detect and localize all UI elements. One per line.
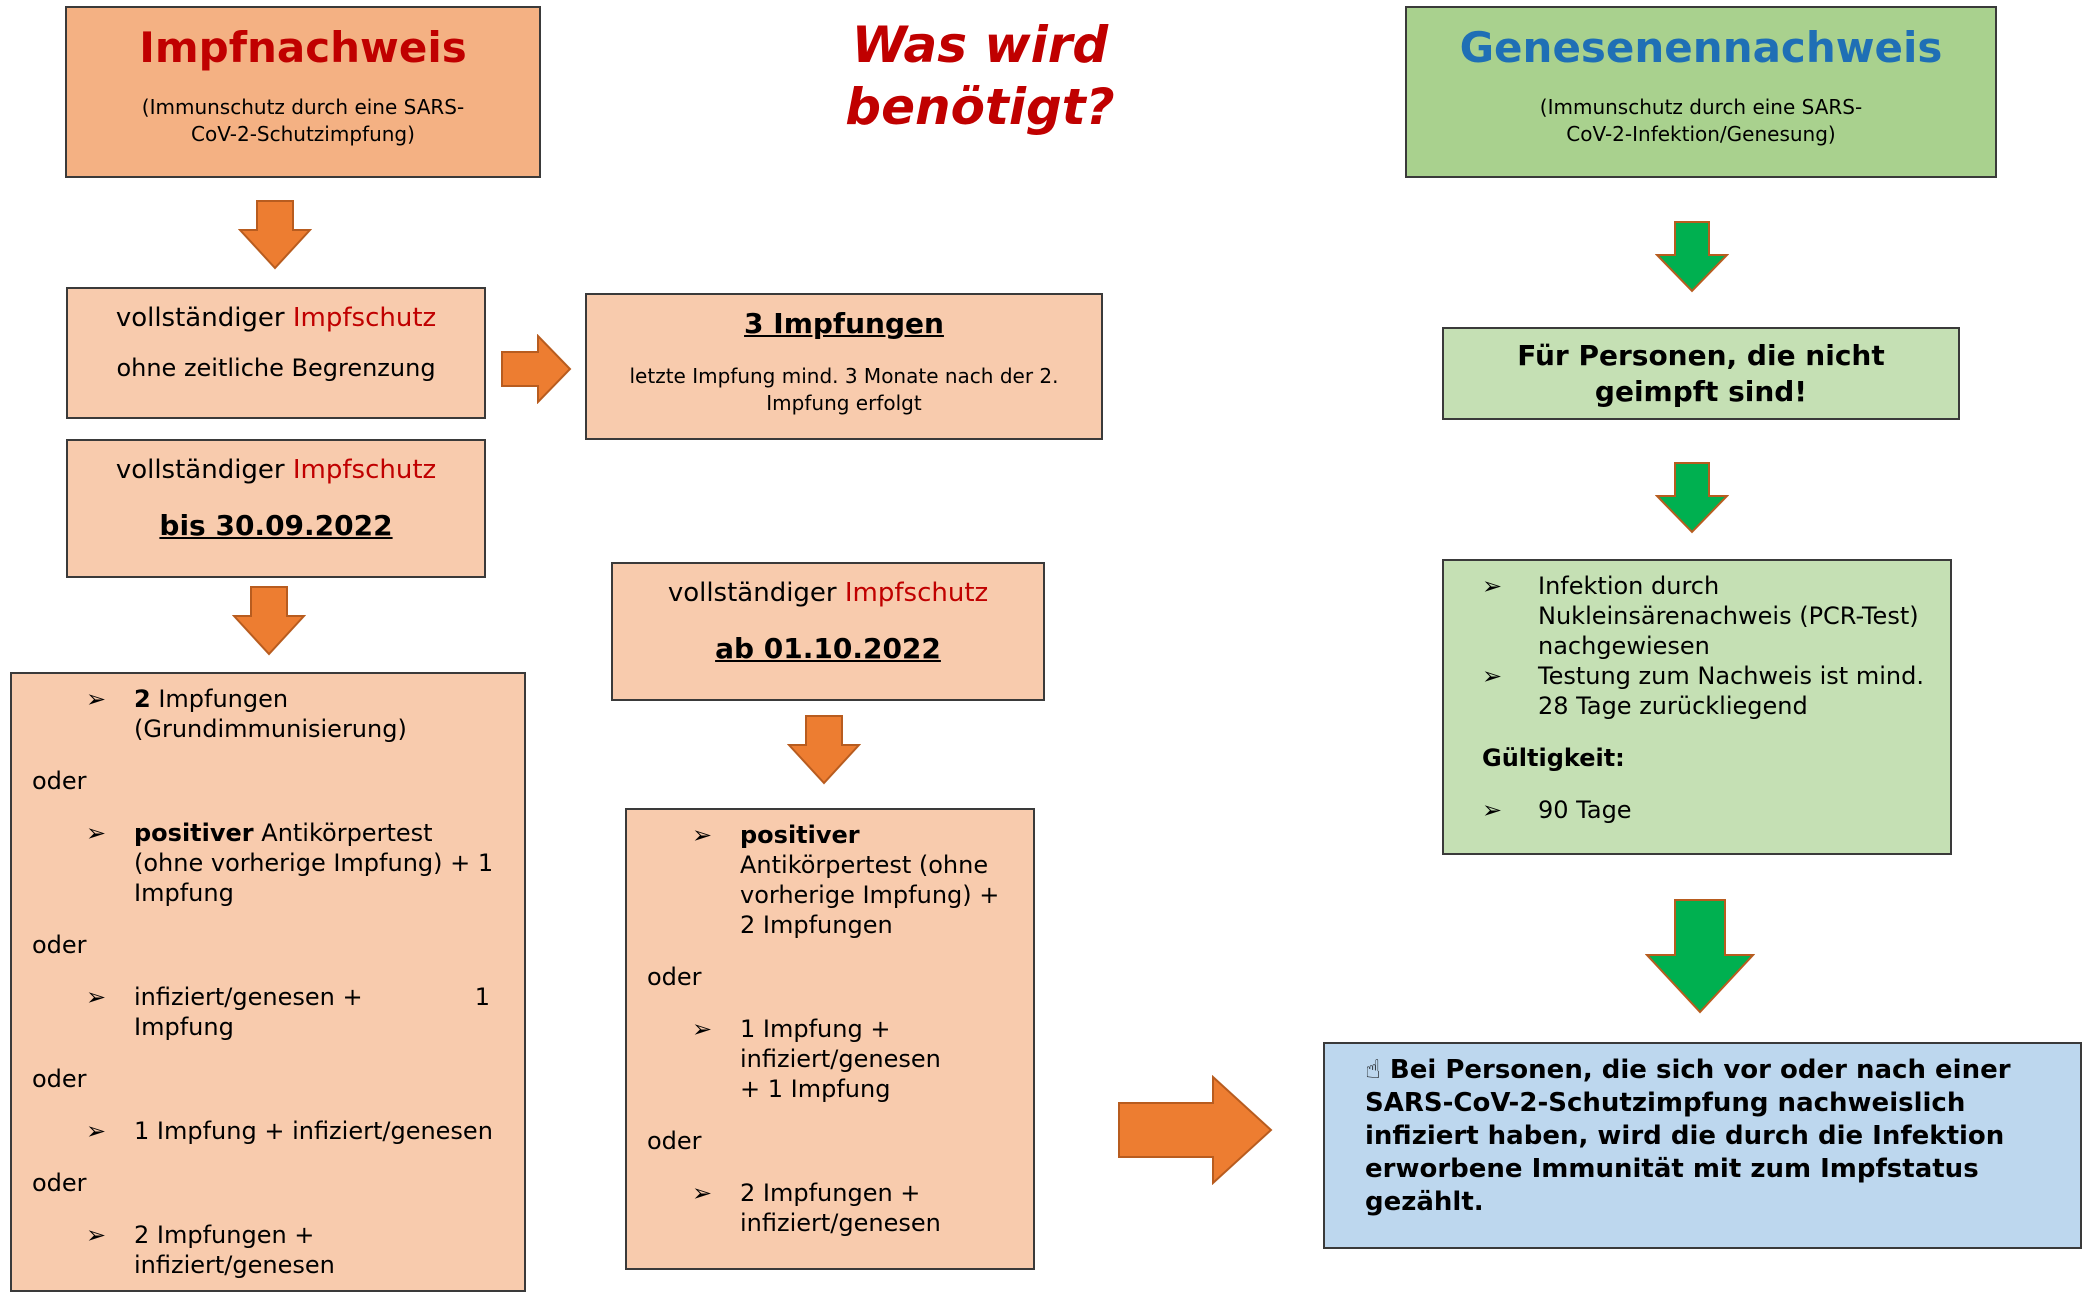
box-three-title: 3 Impfungen bbox=[744, 307, 944, 340]
bullet-arrow-icon: ➢ bbox=[86, 819, 107, 847]
box-from-2022-10-01: vollständiger Impfschutz ab 01.10.2022 bbox=[611, 562, 1045, 701]
bullet-arrow-icon: ➢ bbox=[692, 1015, 713, 1043]
genesenennachweis-title: Genesenennachweis bbox=[1459, 23, 1943, 72]
list-item: ➢ 2 Impfungen (Grundimmunisierung) bbox=[86, 684, 504, 744]
item-text: 2 Impfungen + infiziert/genesen bbox=[134, 1221, 335, 1279]
list-item: ➢ 90 Tage bbox=[1482, 795, 1932, 825]
bullet-arrow-icon: ➢ bbox=[1482, 572, 1503, 600]
not-vaccinated-text: Für Personen, die nicht geimpft sind! bbox=[1517, 338, 1885, 408]
box-from-date: ab 01.10.2022 bbox=[715, 632, 941, 665]
note-text: Bei Personen, die sich vor oder nach ein… bbox=[1365, 1055, 2011, 1217]
impfnachweis-subtitle: (Immunschutz durch eine SARS-CoV-2-Schut… bbox=[141, 95, 465, 146]
item-text: Impfungen (Grundimmunisierung) bbox=[134, 685, 407, 743]
arrow-right-icon bbox=[501, 334, 572, 404]
heading-prefix: vollständiger bbox=[667, 578, 845, 608]
item-bold: 2 bbox=[134, 685, 151, 713]
genesen-requirements: ➢ Infektion durch Nukleinsärenachweis (P… bbox=[1442, 559, 1952, 855]
or-label: oder bbox=[32, 767, 87, 795]
or-label: oder bbox=[32, 1169, 87, 1197]
bullet-arrow-icon: ➢ bbox=[692, 1179, 713, 1207]
box-until-date: bis 30.09.2022 bbox=[159, 509, 393, 542]
heading-highlight: Impfschutz bbox=[292, 303, 437, 333]
item-text: 1 Impfung + infiziert/genesen bbox=[134, 1117, 493, 1145]
box-three-vaccinations: 3 Impfungen letzte Impfung mind. 3 Monat… bbox=[585, 293, 1103, 440]
bullet-arrow-icon: ➢ bbox=[86, 1117, 107, 1145]
item-text: infiziert/genesen + bbox=[134, 983, 363, 1011]
bullet-arrow-icon: ➢ bbox=[1482, 662, 1503, 690]
box-from-heading: vollständiger Impfschutz bbox=[613, 578, 1043, 608]
arrow-down-icon bbox=[1655, 462, 1729, 534]
arrow-down-icon bbox=[1645, 899, 1755, 1014]
bullet-arrow-icon: ➢ bbox=[86, 1221, 107, 1249]
pointing-hand-icon: ☝ bbox=[1365, 1055, 1381, 1085]
or-label: oder bbox=[32, 1065, 87, 1093]
genesenennachweis-subtitle: (Immunschutz durch eine SARS-CoV-2-Infek… bbox=[1539, 95, 1863, 146]
box-unlimited-protection: vollständiger Impfschutz ohne zeitliche … bbox=[66, 287, 486, 419]
arrow-down-icon bbox=[787, 715, 861, 785]
item-text: Impfung bbox=[134, 1013, 234, 1041]
box-three-sub: letzte Impfung mind. 3 Monate nach der 2… bbox=[629, 364, 1059, 415]
impfnachweis-header-box: Impfnachweis (Immunschutz durch eine SAR… bbox=[65, 6, 541, 178]
note-text-block: ☝ Bei Personen, die sich vor oder nach e… bbox=[1365, 1054, 2040, 1219]
heading-prefix: vollständiger bbox=[115, 303, 293, 333]
list-item: ➢ Infektion durch Nukleinsärenachweis (P… bbox=[1482, 571, 1932, 661]
item-text: Antikörpertest (ohne vorherige Impfung) … bbox=[134, 819, 494, 907]
item-bold: positiver bbox=[134, 819, 254, 847]
bullet-arrow-icon: ➢ bbox=[86, 983, 107, 1011]
list-until-requirements: ➢ 2 Impfungen (Grundimmunisierung) oder … bbox=[10, 672, 526, 1292]
arrow-down-icon bbox=[232, 586, 306, 656]
heading-highlight: Impfschutz bbox=[292, 455, 437, 485]
bullet-arrow-icon: ➢ bbox=[1482, 796, 1503, 824]
list-item: ➢ 1 Impfung + infiziert/genesen bbox=[86, 1116, 504, 1146]
genesenennachweis-header-box: Genesenennachweis (Immunschutz durch ein… bbox=[1405, 6, 1997, 178]
list-item: ➢ 2 Impfungen + infiziert/genesen bbox=[86, 1220, 504, 1280]
heading-highlight: Impfschutz bbox=[844, 578, 989, 608]
or-label: oder bbox=[32, 931, 87, 959]
note-box: ☝ Bei Personen, die sich vor oder nach e… bbox=[1323, 1042, 2082, 1249]
impfnachweis-title: Impfnachweis bbox=[139, 23, 467, 72]
or-label: oder bbox=[647, 1127, 702, 1155]
list-item: ➢ 1 Impfung + infiziert/genesen + 1 Impf… bbox=[692, 1014, 1013, 1104]
arrow-down-icon bbox=[238, 200, 312, 270]
list-item: ➢ positiver Antikörpertest (ohne vorheri… bbox=[86, 818, 504, 908]
item-text: 2 Impfungen + infiziert/genesen bbox=[740, 1179, 941, 1237]
bullet-arrow-icon: ➢ bbox=[692, 821, 713, 849]
page-title: Was wird benötigt? bbox=[845, 16, 1115, 136]
heading-prefix: vollständiger bbox=[115, 455, 293, 485]
list-item: ➢ 2 Impfungen + infiziert/genesen bbox=[692, 1178, 1013, 1238]
bullet-arrow-icon: ➢ bbox=[86, 685, 107, 713]
arrow-down-icon bbox=[1655, 221, 1729, 293]
item-text: 1 bbox=[474, 983, 490, 1011]
list-item: ➢ infiziert/genesen + 1 Impfung bbox=[86, 982, 504, 1042]
item-text: Testung zum Nachweis ist mind. 28 Tage z… bbox=[1538, 662, 1924, 720]
box-unlimited-heading: vollständiger Impfschutz bbox=[68, 303, 484, 333]
item-text: Infektion durch Nukleinsärenachweis (PCR… bbox=[1538, 572, 1919, 660]
item-bold: positiver bbox=[740, 821, 860, 849]
item-text: 1 Impfung + infiziert/genesen + 1 Impfun… bbox=[740, 1015, 941, 1103]
box-unlimited-sub: ohne zeitliche Begrenzung bbox=[116, 354, 436, 382]
box-until-heading: vollständiger Impfschutz bbox=[68, 455, 484, 485]
item-text: Antikörpertest (ohne vorherige Impfung) … bbox=[740, 851, 1000, 939]
arrow-right-icon bbox=[1118, 1075, 1273, 1185]
list-item: ➢ Testung zum Nachweis ist mind. 28 Tage… bbox=[1482, 661, 1932, 721]
item-text: 90 Tage bbox=[1538, 796, 1632, 824]
box-until-2022-09-30: vollständiger Impfschutz bis 30.09.2022 bbox=[66, 439, 486, 578]
or-label: oder bbox=[647, 963, 702, 991]
box-not-vaccinated: Für Personen, die nicht geimpft sind! bbox=[1442, 327, 1960, 420]
validity-label: Gültigkeit: bbox=[1482, 744, 1625, 772]
